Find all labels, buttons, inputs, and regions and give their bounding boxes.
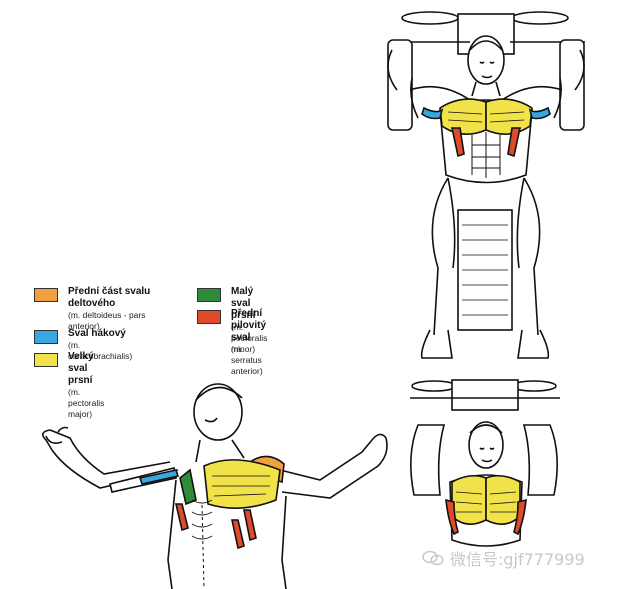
legend-swatch [34, 330, 58, 344]
legend-swatch [197, 310, 221, 324]
legend-latin: (m. pectoralis minor) [231, 322, 268, 354]
machine-figure-bottom [410, 379, 560, 547]
legend-label: Sval hákový [68, 328, 126, 339]
legend-label: Přední pilovitý sval [231, 308, 267, 343]
legend-item-coracobrachialis: Sval hákový (m. coracobrachialis) [34, 328, 132, 362]
legend-latin: (m. coracobrachialis) [68, 340, 133, 361]
watermark: 微信号:gjf777999 [422, 546, 585, 570]
wechat-icon [422, 550, 444, 566]
machine-figure-top [387, 11, 585, 359]
legend-latin: (m. deltoideus - pars anterior) [68, 310, 146, 331]
legend-item-serratus: Přední pilovitý sval (m. serratus anteri… [197, 308, 266, 377]
legend-swatch [197, 288, 221, 302]
legend-item-pectoralis-minor: Malý sval prsní (m. pectoralis minor) [197, 286, 267, 355]
legend-label: Malý sval prsní [231, 286, 256, 321]
legend-label: Přední část svalu deltového [68, 286, 151, 309]
legend-swatch [34, 353, 58, 367]
legend-item-deltoid: Přední část svalu deltového (m. deltoide… [34, 286, 168, 332]
legend-swatch [34, 288, 58, 302]
legend-item-pectoralis-major: Velký sval prsní (m. pectoralis major) [34, 351, 104, 420]
legend-label: Velký sval prsní [68, 351, 94, 386]
figure-arms-spread [42, 383, 388, 589]
watermark-text: 微信号:gjf777999 [450, 550, 585, 569]
legend-latin: (m. pectoralis major) [68, 387, 105, 419]
legend-latin: (m. serratus anterior) [231, 344, 263, 376]
